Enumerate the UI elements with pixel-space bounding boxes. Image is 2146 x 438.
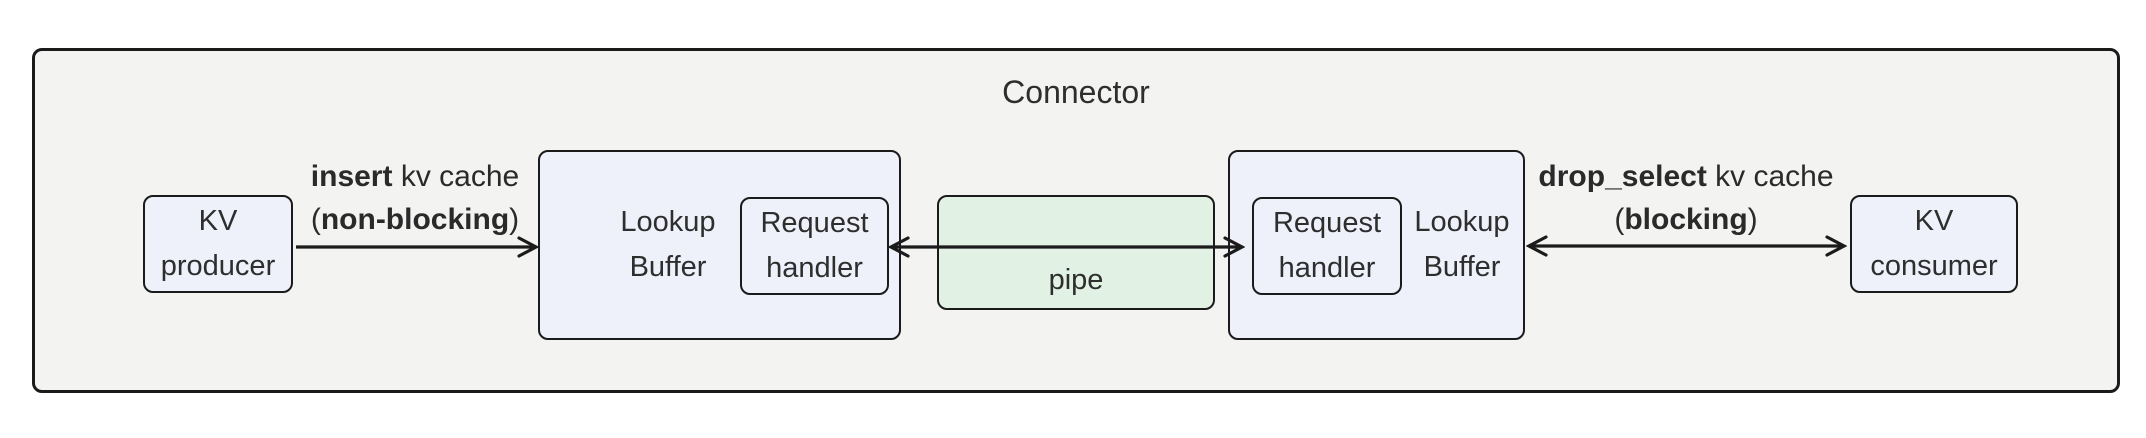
node-lookup-buffer-left-line2: Buffer [629,251,707,283]
edge-label-insert: insert kv cache (non-blocking) [245,155,585,241]
node-kv-consumer-line1: KV [1914,205,1954,237]
edge-label-drop-select-line1: drop_select kv cache [1506,155,1866,198]
node-lookup-buffer-left-line1: Lookup [620,206,716,238]
node-request-handler-left-label: Request handler [742,199,887,293]
node-lookup-buffer-left: Lookup Buffer Request handler [538,150,901,340]
node-request-handler-right-label: Request handler [1254,199,1400,293]
node-kv-consumer: KV consumer [1850,195,2018,293]
edge-label-drop-select-mode: blocking [1624,203,1748,236]
edge-label-insert-op: insert [310,160,393,193]
edge-label-drop-select-line2: (blocking) [1506,198,1866,241]
node-kv-producer-line2: producer [160,250,276,282]
edge-label-drop-select-paren-close: ) [1747,203,1758,236]
edge-label-insert-paren-open: ( [310,203,321,236]
node-lookup-buffer-right-label: Lookup Buffer [1382,152,1542,338]
edge-label-insert-line1: insert kv cache [245,155,585,198]
node-kv-producer-line1: KV [198,205,238,237]
node-request-handler-right-line1: Request [1272,207,1381,239]
edge-label-drop-select-paren-open: ( [1614,203,1625,236]
node-kv-producer-label: KV producer [145,197,291,291]
node-kv-consumer-line2: consumer [1870,250,1998,282]
node-lookup-buffer-right-line1: Lookup [1414,206,1510,238]
node-request-handler-left: Request handler [740,197,889,295]
edge-label-insert-line2: (non-blocking) [245,198,585,241]
connector-title: Connector [1002,74,1150,110]
node-pipe-label: pipe [1048,264,1104,296]
node-lookup-buffer-left-label: Lookup Buffer [568,152,768,338]
node-lookup-buffer-right-line2: Buffer [1423,251,1501,283]
node-request-handler-left-line2: handler [766,252,863,284]
edge-label-drop-select-op: drop_select [1538,160,1707,193]
node-lookup-buffer-right: Lookup Buffer Request handler [1228,150,1525,340]
node-kv-producer: KV producer [143,195,293,293]
node-request-handler-left-line1: Request [760,207,869,239]
node-request-handler-right: Request handler [1252,197,1402,295]
edge-label-drop-select-rest: kv cache [1706,160,1834,193]
edge-label-insert-rest: kv cache [392,160,520,193]
edge-label-insert-paren-close: ) [509,203,520,236]
edge-label-insert-mode: non-blocking [320,203,510,236]
edge-label-drop-select: drop_select kv cache (blocking) [1506,155,1866,241]
node-request-handler-right-line2: handler [1278,252,1376,284]
node-kv-consumer-label: KV consumer [1852,197,2016,291]
